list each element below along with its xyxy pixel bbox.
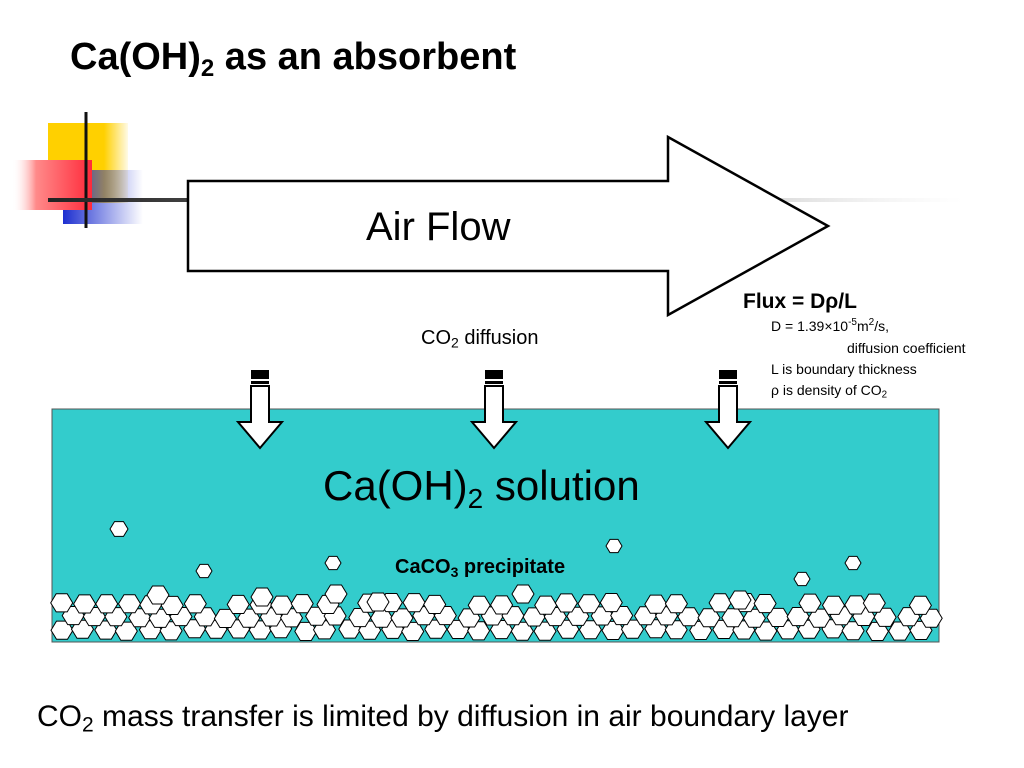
density-label: ρ is density of CO2 <box>771 382 888 401</box>
crystal-hexagon <box>644 594 668 614</box>
crystal-hexagon <box>250 587 274 607</box>
crystal-hexagon <box>366 592 390 612</box>
crystal-hexagon <box>146 585 170 605</box>
crystal-hexagon <box>117 594 142 614</box>
flux-equation: Flux = Dρ/L <box>743 290 857 313</box>
crystal-hexagon <box>708 593 732 613</box>
diffusion-arrow <box>469 370 519 450</box>
crystal-hexagon <box>798 593 822 613</box>
crystal-hexagon <box>677 607 701 627</box>
precipitate-label: CaCO3 precipitate <box>395 556 566 580</box>
crystal-hexagon <box>908 595 932 615</box>
crystal-hexagon <box>577 594 601 614</box>
crystal-hexagon <box>844 595 868 615</box>
crystal-hexagon <box>109 521 129 537</box>
crystal-hexagon <box>766 607 790 627</box>
crystal-hexagon <box>554 593 578 613</box>
crystal-hexagon <box>95 594 119 614</box>
diffusion-coefficient-label: diffusion coefficient <box>847 340 966 356</box>
crystal-hexagon <box>490 595 514 615</box>
crystal-hexagon <box>821 595 846 615</box>
boundary-thickness-label: L is boundary thickness <box>771 361 917 377</box>
crystal-hexagon <box>534 595 558 615</box>
footer-caption: CO2 mass transfer is limited by diffusio… <box>37 700 849 737</box>
crystal-hexagon <box>183 594 207 614</box>
air-flow-label: Air Flow <box>366 205 511 249</box>
air-flow-arrow <box>186 134 831 318</box>
diffusion-arrow <box>235 370 285 450</box>
decorative-squares <box>12 112 143 228</box>
page-title: Ca(OH)2 as an absorbent <box>70 36 517 82</box>
diffusion-coefficient-value: D = 1.39×10-5m2/s, <box>771 317 889 335</box>
diffusion-arrows <box>235 370 753 450</box>
solution-label: Ca(OH)2 solution <box>323 462 640 514</box>
crystal-hexagon <box>160 595 184 615</box>
crystal-hexagon <box>511 584 535 604</box>
co2-diffusion-label: CO2 diffusion <box>421 327 539 351</box>
crystal-hexagon <box>605 538 623 554</box>
red-square <box>12 160 92 210</box>
crystal-hexagon <box>753 594 777 614</box>
crystal-hexagon <box>226 594 250 614</box>
crystal-hexagon <box>793 571 811 587</box>
crystal-hexagon <box>467 595 491 615</box>
crystal-hexagon <box>873 607 897 627</box>
crystal-hexagon <box>50 593 74 613</box>
caco3-crystals <box>50 521 943 641</box>
crystal-hexagon <box>402 593 426 613</box>
crystal-hexagon <box>664 594 688 614</box>
crystal-hexagon <box>844 555 862 571</box>
crystal-hexagon <box>599 593 623 613</box>
crystal-hexagon <box>270 595 294 615</box>
crystal-hexagon <box>73 594 97 614</box>
crystal-hexagon <box>324 555 342 571</box>
crystal-hexagon <box>195 563 213 579</box>
diffusion-arrow <box>703 370 753 450</box>
crystal-hexagon <box>290 594 314 614</box>
crystal-hexagon <box>728 590 752 610</box>
crystal-hexagon <box>862 593 886 613</box>
crystal-hexagon <box>324 584 348 604</box>
crystal-hexagon <box>423 594 447 614</box>
